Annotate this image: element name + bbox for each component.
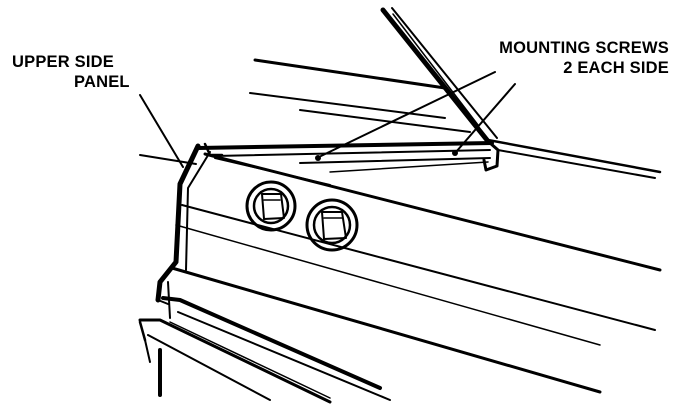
upper-side-panel-rail <box>196 141 500 173</box>
leader-lines <box>139 71 516 168</box>
mounting-screw-markers <box>315 150 458 161</box>
upper-side-panel-label-line-2: PANEL <box>74 73 130 91</box>
control-knob-right <box>305 198 359 252</box>
mounting-screws-label-line-1: MOUNTING SCREWS <box>499 39 669 57</box>
upper-side-panel-label: UPPER SIDE PANEL <box>12 52 148 92</box>
mounting-screws-label-line-2: 2 EACH SIDE <box>563 59 669 77</box>
mounting-screws-label: MOUNTING SCREWS 2 EACH SIDE <box>440 38 669 78</box>
oven-door <box>138 281 391 404</box>
cabinet-top-lines <box>139 58 662 179</box>
upper-side-panel-label-line-1: UPPER SIDE <box>12 53 114 71</box>
control-panel-body <box>155 143 662 394</box>
raised-lid <box>380 7 498 143</box>
control-knob-left <box>245 180 297 232</box>
